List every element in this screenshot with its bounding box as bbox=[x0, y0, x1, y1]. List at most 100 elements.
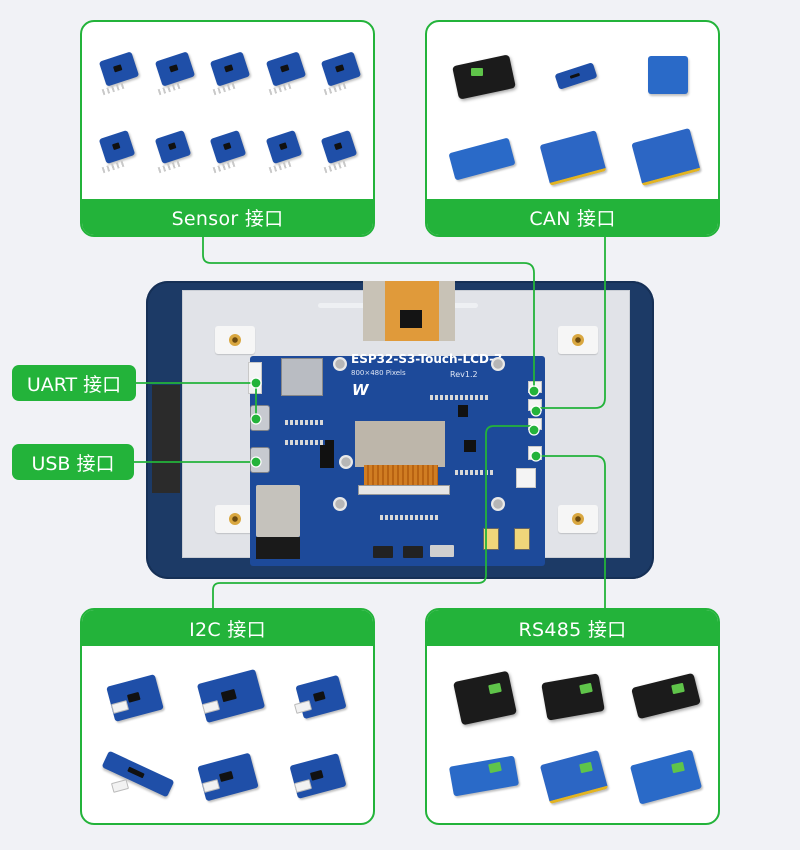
sensor-pcb bbox=[265, 51, 306, 87]
i2c-interface-label: I2C 接口 bbox=[82, 610, 373, 646]
sensor-module-thumbnail bbox=[259, 120, 309, 192]
sensor-connector bbox=[528, 381, 542, 393]
touch-controller-chip bbox=[400, 310, 422, 328]
rs485-module-thumbnail bbox=[532, 741, 615, 812]
can-module-body bbox=[448, 137, 516, 181]
sensor-pcb bbox=[154, 130, 191, 164]
rs485-module-body bbox=[541, 673, 606, 721]
can-interface-card: CAN 接口 bbox=[425, 20, 720, 237]
can-interface-label: CAN 接口 bbox=[427, 199, 718, 235]
mount-hole bbox=[491, 497, 505, 511]
uart-interface-label: UART 接口 bbox=[12, 365, 136, 401]
can-connector bbox=[528, 399, 542, 411]
power-switch bbox=[430, 545, 454, 557]
battery-connector bbox=[516, 468, 536, 488]
sensor-module-thumbnail bbox=[92, 42, 142, 114]
sensor-pcb bbox=[210, 51, 251, 87]
can-module-thumbnail bbox=[532, 42, 615, 113]
sensor-interface-label: Sensor 接口 bbox=[82, 199, 373, 235]
header-pins bbox=[157, 160, 180, 174]
smd-components bbox=[455, 470, 495, 475]
i2c-module-body bbox=[295, 674, 347, 720]
usb-c-port-usb bbox=[250, 447, 270, 473]
usb-interface-label: USB 接口 bbox=[12, 444, 134, 480]
header-pins bbox=[268, 82, 292, 96]
rs485-module-thumbnail bbox=[624, 662, 707, 733]
sensor-pcb bbox=[321, 130, 358, 164]
lcd-fpc-connector bbox=[358, 485, 450, 495]
sensor-pcb bbox=[321, 51, 362, 87]
mount-hole bbox=[491, 357, 505, 371]
rs485-module-grid bbox=[441, 662, 707, 812]
rs485-module-body bbox=[448, 755, 520, 797]
sensor-module-thumbnail bbox=[148, 42, 198, 114]
usb-c-port-uart bbox=[250, 405, 270, 431]
mount-hole bbox=[333, 497, 347, 511]
header-pins bbox=[212, 82, 236, 96]
board-revision: Rev1.2 bbox=[450, 370, 478, 379]
standoff-bottom-right bbox=[558, 505, 598, 533]
i2c-interface-card: I2C 接口 bbox=[80, 608, 375, 825]
sensor-pcb bbox=[265, 130, 303, 164]
sensor-module-thumbnail bbox=[92, 120, 142, 192]
sensor-interface-card: Sensor 接口 bbox=[80, 20, 375, 237]
rs485-module-thumbnail bbox=[624, 741, 707, 812]
lcd-fpc-shield bbox=[355, 421, 445, 467]
sensor-module-thumbnail bbox=[314, 42, 364, 114]
board-resolution: 800×480 Pixels bbox=[351, 369, 406, 377]
i2c-module-thumbnail bbox=[279, 662, 362, 733]
sensor-module-thumbnail bbox=[314, 120, 364, 192]
i2c-module-thumbnail bbox=[279, 741, 362, 812]
can-module-body bbox=[647, 56, 688, 94]
i2c-module-body bbox=[106, 674, 164, 722]
header-pins bbox=[101, 160, 125, 174]
terminal-block bbox=[471, 68, 483, 76]
uart-connector bbox=[248, 362, 262, 394]
reset-button bbox=[373, 546, 393, 558]
sensor-pcb bbox=[209, 130, 247, 164]
sensor-pcb bbox=[154, 51, 195, 87]
header-pins bbox=[324, 160, 347, 174]
esp32-s3-module bbox=[256, 485, 300, 537]
smd-components bbox=[380, 515, 440, 520]
board-title: ESP32-S3-Touch-LCD-7 bbox=[351, 352, 503, 366]
lcd-fpc-cable bbox=[364, 465, 438, 487]
rs485-interface-label: RS485 接口 bbox=[427, 610, 718, 646]
microsd-slot bbox=[281, 358, 323, 396]
sensor-pcb bbox=[98, 130, 136, 164]
waveshare-logo: W bbox=[352, 381, 369, 399]
mount-hole bbox=[333, 357, 347, 371]
sensor-module-thumbnail bbox=[203, 42, 253, 114]
rs485-module-body bbox=[540, 749, 609, 805]
ic-chip bbox=[464, 440, 476, 452]
can-module-grid bbox=[441, 42, 707, 192]
can-terminal-jumper bbox=[514, 528, 530, 550]
mount-hole bbox=[339, 455, 353, 469]
rs485-module-body bbox=[629, 749, 702, 805]
sensor-module-grid bbox=[92, 42, 364, 192]
sensor-module-thumbnail bbox=[259, 42, 309, 114]
standoff-top-left bbox=[215, 326, 255, 354]
i2c-module-thumbnail bbox=[187, 741, 270, 812]
header-pins bbox=[101, 82, 125, 96]
smd-components bbox=[285, 420, 325, 425]
sensor-module-thumbnail bbox=[203, 120, 253, 192]
i2c-module-thumbnail bbox=[96, 741, 179, 812]
i2c-module-body bbox=[197, 668, 266, 724]
can-module-thumbnail bbox=[624, 42, 707, 113]
standoff-top-right bbox=[558, 326, 598, 354]
can-module-body bbox=[539, 130, 607, 186]
rs485-connector bbox=[528, 446, 542, 460]
can-module-thumbnail bbox=[532, 121, 615, 192]
esp32-antenna bbox=[256, 537, 300, 559]
jst-connector bbox=[110, 779, 130, 793]
can-module-body bbox=[630, 127, 701, 187]
boot-button bbox=[403, 546, 423, 558]
sensor-pcb bbox=[98, 51, 140, 87]
sensor-module-thumbnail bbox=[148, 120, 198, 192]
can-module-thumbnail bbox=[441, 42, 524, 113]
smd-components bbox=[430, 395, 490, 400]
can-module-body bbox=[452, 54, 516, 100]
rs485-interface-card: RS485 接口 bbox=[425, 608, 720, 825]
ic-chip bbox=[458, 405, 468, 417]
